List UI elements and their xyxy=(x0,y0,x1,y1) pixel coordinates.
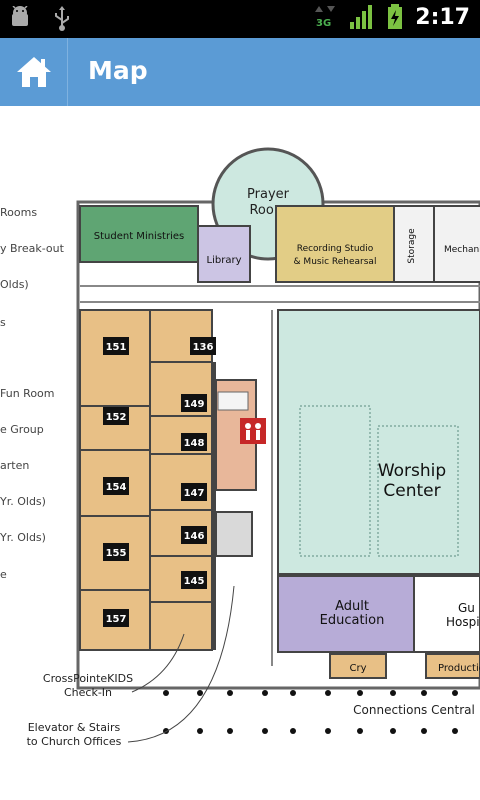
guest-label-2: Hospit xyxy=(446,615,480,629)
svg-text:157: 157 xyxy=(106,614,127,625)
library-room[interactable]: Library xyxy=(197,225,251,283)
mechanical-room[interactable]: Mechani xyxy=(433,205,480,283)
adult-education-room[interactable]: Adult Education xyxy=(277,575,415,653)
svg-text:148: 148 xyxy=(184,438,205,449)
room-148[interactable]: 148 xyxy=(181,433,207,451)
left-label: Yr. Olds) xyxy=(0,495,46,508)
column-dots xyxy=(163,690,458,734)
room-151[interactable]: 151 xyxy=(103,337,129,355)
svg-text:154: 154 xyxy=(106,482,127,493)
home-button[interactable] xyxy=(0,38,68,106)
app-bar: Map xyxy=(0,38,480,106)
room-136[interactable]: 136 xyxy=(190,337,216,355)
left-label: Rooms xyxy=(0,206,38,219)
floor-plan[interactable]: Prayer Room Student Ministries Library R… xyxy=(0,106,480,800)
storage-label: Storage xyxy=(407,228,417,264)
network-3g-icon: 3G xyxy=(315,6,336,29)
left-label: s xyxy=(0,316,6,329)
adult-label: Adult xyxy=(335,599,369,614)
recording-label-2: & Music Rehearsal xyxy=(294,257,377,267)
svg-text:147: 147 xyxy=(184,488,205,499)
left-label: Fun Room xyxy=(0,387,55,400)
recording-studio-room[interactable]: Recording Studio & Music Rehearsal xyxy=(275,205,395,283)
usb-icon xyxy=(55,6,69,31)
status-bar: 3G 2:17 xyxy=(0,0,480,38)
signal-strength-icon xyxy=(350,5,373,29)
room-155[interactable]: 155 xyxy=(103,543,129,561)
elevator-label: Elevator & Stairs xyxy=(28,721,121,734)
left-label: Olds) xyxy=(0,278,29,291)
student-ministries-label: Student Ministries xyxy=(94,231,184,242)
elevator-label-2: to Church Offices xyxy=(27,735,122,748)
storage-room[interactable]: Storage xyxy=(393,205,435,283)
room-154[interactable]: 154 xyxy=(103,477,129,495)
room-149[interactable]: 149 xyxy=(181,394,207,412)
svg-text:155: 155 xyxy=(106,548,127,559)
left-label: Yr. Olds) xyxy=(0,531,46,544)
network-label: 3G xyxy=(316,18,331,29)
guest-hospitality-room[interactable]: Gu Hospit xyxy=(413,575,480,653)
svg-text:149: 149 xyxy=(184,399,205,410)
svg-text:151: 151 xyxy=(106,342,127,353)
svg-text:152: 152 xyxy=(106,412,127,423)
svg-text:136: 136 xyxy=(193,342,214,353)
production-label: Productio xyxy=(438,663,480,674)
left-label: e Group xyxy=(0,423,44,436)
library-label: Library xyxy=(207,255,242,266)
kids-checkin-label: CrossPointeKIDS xyxy=(43,672,133,685)
prayer-room-label: Prayer xyxy=(247,187,290,202)
cry-label: Cry xyxy=(349,663,366,674)
room-145[interactable]: 145 xyxy=(181,571,207,589)
room-157[interactable]: 157 xyxy=(103,609,129,627)
recording-label: Recording Studio xyxy=(297,244,374,254)
svg-text:145: 145 xyxy=(184,576,205,587)
guest-label: Gu xyxy=(458,601,475,615)
worship-label: Worship xyxy=(378,461,446,481)
page-title: Map xyxy=(88,56,148,85)
clock: 2:17 xyxy=(415,4,470,30)
home-icon xyxy=(16,57,51,87)
room-152[interactable]: 152 xyxy=(103,407,129,425)
restrooms[interactable] xyxy=(215,379,266,557)
worship-center[interactable]: Worship Center xyxy=(277,309,480,575)
mechanical-label: Mechani xyxy=(444,245,480,255)
adult-label-2: Education xyxy=(320,613,385,628)
worship-label-2: Center xyxy=(383,481,440,501)
svg-text:146: 146 xyxy=(184,531,205,542)
classroom-block[interactable] xyxy=(79,309,216,651)
room-147[interactable]: 147 xyxy=(181,483,207,501)
left-label: e xyxy=(0,568,7,581)
floor-plan-map[interactable]: Prayer Room Student Ministries Library R… xyxy=(0,106,480,800)
cry-room[interactable]: Cry xyxy=(329,653,387,679)
room-146[interactable]: 146 xyxy=(181,526,207,544)
battery-charging-icon xyxy=(388,4,403,29)
connections-label: Connections Central xyxy=(353,703,475,717)
left-label: y Break-out xyxy=(0,242,64,255)
student-ministries-room[interactable]: Student Ministries xyxy=(79,205,199,263)
kids-checkin-label-2: Check-In xyxy=(64,686,112,699)
production-room[interactable]: Productio xyxy=(425,653,480,679)
left-label: arten xyxy=(0,459,30,472)
android-debug-icon xyxy=(12,6,28,26)
